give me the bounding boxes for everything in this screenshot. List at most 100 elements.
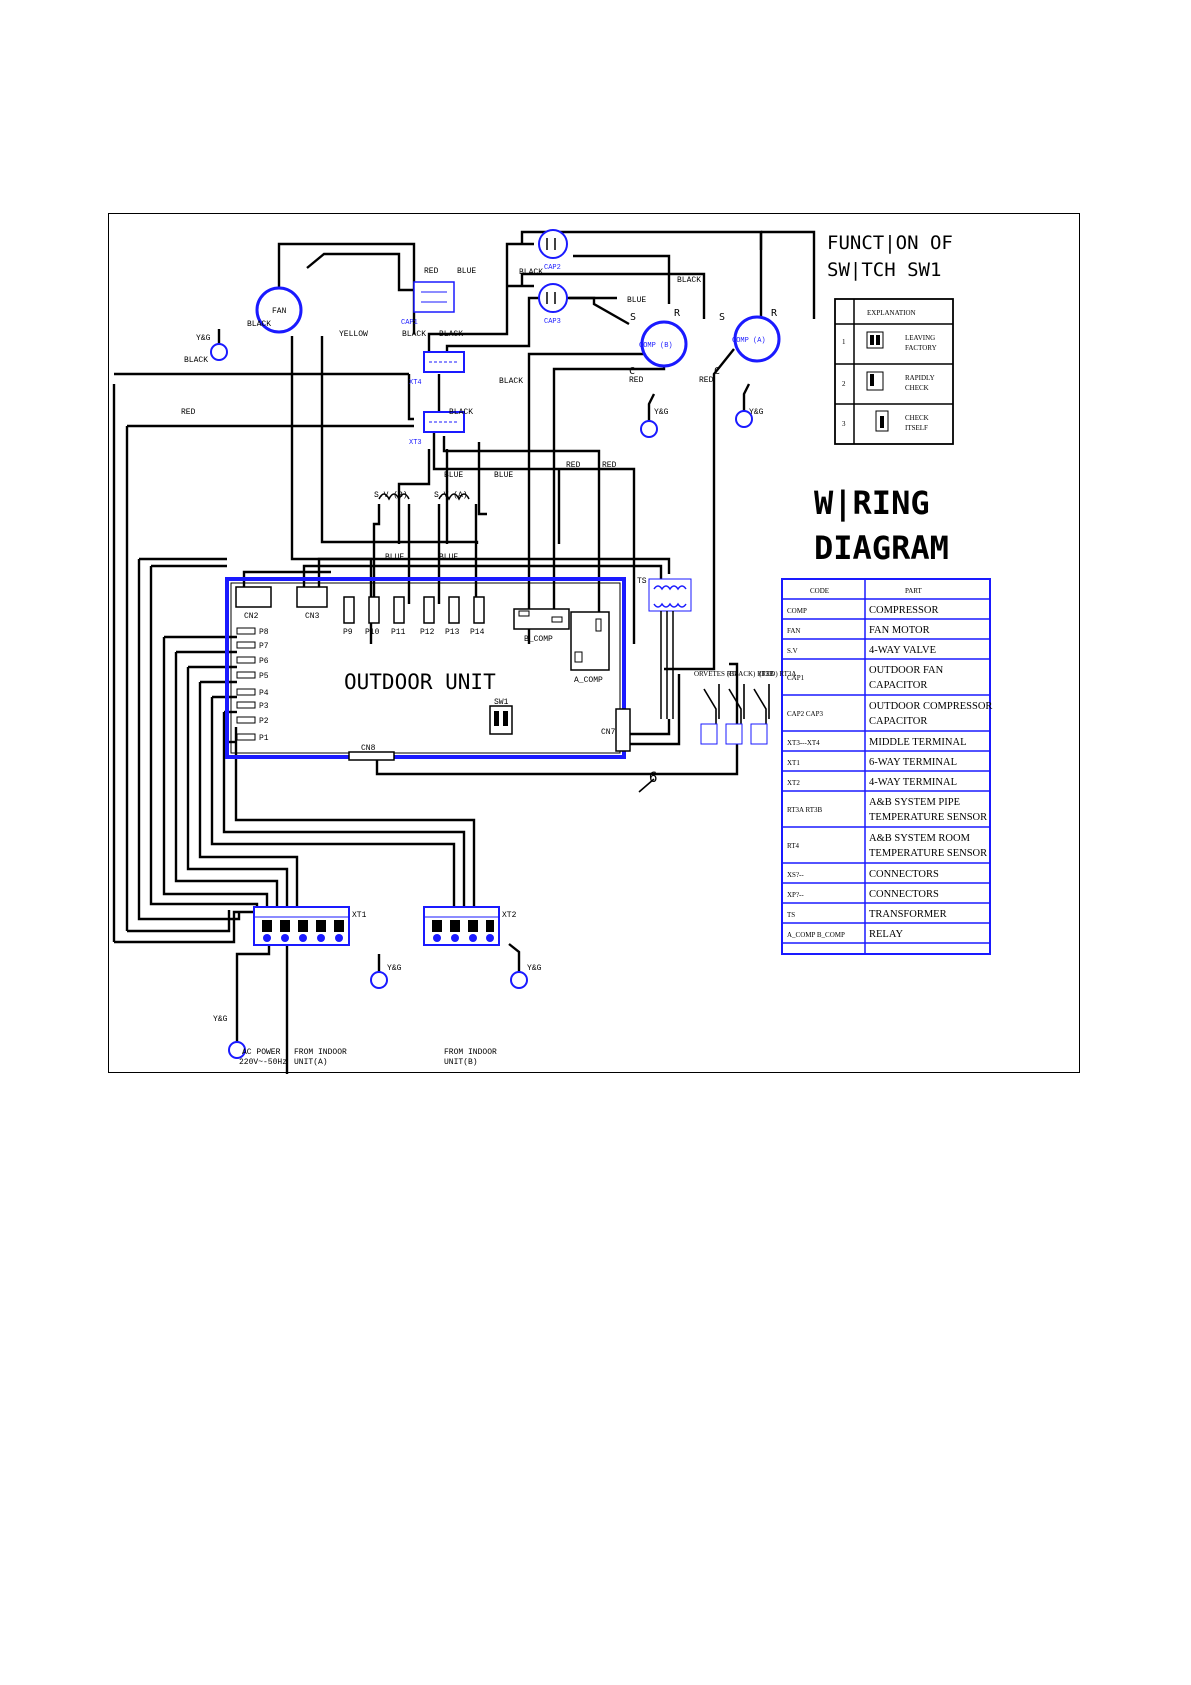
- label-cn7: CN7: [601, 728, 616, 737]
- label-sensor-rt3a: (RED) RT3A: [759, 670, 797, 678]
- legend-code: XT1: [787, 759, 800, 767]
- legend-header-code: CODE: [810, 587, 829, 595]
- label-cap3: CAP3: [544, 318, 561, 326]
- switch-table-header: EXPLANATION: [867, 309, 916, 317]
- switch-row-1-num: 1: [842, 338, 846, 346]
- wire-label-red-6: RED: [602, 461, 617, 470]
- legend-part: 4-WAY TERMINAL: [869, 777, 957, 788]
- outdoor-unit-board: [225, 577, 631, 761]
- legend-code: RT3A RT3B: [787, 806, 822, 814]
- legend-part: COMPRESSOR: [869, 605, 938, 616]
- cap3-capacitor: [538, 283, 568, 313]
- legend-part-line2: TEMPERATURE SENSOR: [869, 812, 987, 823]
- legend-part: TRANSFORMER: [869, 909, 947, 920]
- legend-part: A&B SYSTEM PIPE: [869, 797, 960, 808]
- wire-label-red-1: RED: [424, 267, 439, 276]
- wire-label-yg-4: Y&G: [213, 1015, 228, 1024]
- label-p1: P1: [259, 734, 269, 743]
- label-p2: P2: [259, 717, 269, 726]
- label-ts: TS: [637, 577, 647, 586]
- switch-row-1-text2: FACTORY: [905, 344, 937, 352]
- ground-symbols: [210, 343, 753, 1059]
- title-line1: W|RING: [814, 484, 930, 523]
- xt1-terminal-block: [253, 906, 350, 946]
- label-p3: P3: [259, 702, 269, 711]
- label-bus-count: 6: [649, 770, 657, 786]
- legend-code: XP?--: [787, 891, 804, 899]
- legend-header-part: PART: [905, 587, 923, 595]
- label-xt1: XT1: [352, 911, 367, 920]
- label-xt3: XT3: [409, 439, 422, 447]
- wire-label-blue-5: BLUE: [385, 553, 404, 562]
- wire-label-black-8: BLACK: [677, 276, 701, 285]
- comp-b-s: S: [630, 312, 636, 323]
- wire-label-black-6: BLACK: [449, 408, 473, 417]
- legend-code: CAP2 CAP3: [787, 710, 823, 718]
- label-p14: P14: [470, 628, 485, 637]
- connector-p12: [423, 596, 435, 624]
- label-p10: P10: [365, 628, 380, 637]
- label-sensor-rt4: ORVETES RT4: [694, 670, 739, 678]
- xt3-terminal: [423, 411, 465, 433]
- legend-part: A&B SYSTEM ROOM: [869, 833, 971, 844]
- connector-cn2: [235, 586, 272, 608]
- wire-label-red-4: RED: [699, 376, 714, 385]
- connector-p11: [393, 596, 405, 624]
- wire-label-yg-3: Y&G: [749, 408, 764, 417]
- wire-label-yg-2: Y&G: [654, 408, 669, 417]
- switch-row-2-num: 2: [842, 380, 846, 388]
- label-cn3: CN3: [305, 612, 320, 621]
- from-indoor-b-line2: UNIT(B): [444, 1058, 478, 1067]
- fan-motor: [255, 286, 303, 334]
- sv-a-valve: [438, 493, 470, 501]
- cap1-capacitor: [413, 281, 455, 313]
- wire-label-black-3: BLACK: [402, 330, 426, 339]
- wire-label-yellow: YELLOW: [339, 330, 368, 339]
- legend-part-line2: TEMPERATURE SENSOR: [869, 848, 987, 859]
- wire-label-red-5: RED: [566, 461, 581, 470]
- compressor-b: [640, 320, 688, 368]
- legend-part: MIDDLE TERMINAL: [869, 737, 967, 748]
- legend-code: XT3---XT4: [787, 739, 820, 747]
- wire-label-black-1: BLACK: [519, 268, 543, 277]
- legend-code: TS: [787, 911, 795, 919]
- label-a-comp: A_COMP: [574, 676, 603, 685]
- temperature-sensors: [700, 688, 768, 745]
- wire-label-yg-1: Y&G: [196, 334, 211, 343]
- wire-label-black-4: BLACK: [439, 330, 463, 339]
- wire-label-blue-4: BLUE: [494, 471, 513, 480]
- legend-code: S.V: [787, 647, 798, 655]
- label-cap1: CAP1: [401, 319, 418, 327]
- connector-cn3: [296, 586, 328, 608]
- legend-part: 6-WAY TERMINAL: [869, 757, 957, 768]
- label-xt2: XT2: [502, 911, 517, 920]
- label-p4: P4: [259, 689, 269, 698]
- legend-part: 4-WAY VALVE: [869, 645, 936, 656]
- label-p13: P13: [445, 628, 460, 637]
- switch-row-2-text2: CHECK: [905, 384, 929, 392]
- connector-p13: [448, 596, 460, 624]
- left-pins: [236, 627, 256, 741]
- comp-b-c: C: [629, 366, 635, 377]
- label-cn2: CN2: [244, 612, 259, 621]
- label-p6: P6: [259, 657, 269, 666]
- label-fan: FAN: [272, 307, 287, 316]
- from-indoor-a-line1: FROM INDOOR: [294, 1048, 347, 1057]
- wire-label-blue-6: BLUE: [439, 553, 458, 562]
- legend-part: OUTDOOR COMPRESSOR: [869, 701, 992, 712]
- comp-a-s: S: [719, 312, 725, 323]
- label-p5: P5: [259, 672, 269, 681]
- legend-code: RT4: [787, 842, 800, 850]
- title-line2: DIAGRAM: [814, 529, 949, 567]
- legend-part: OUTDOOR FAN: [869, 665, 944, 676]
- legend-part-line2: CAPACITOR: [869, 680, 927, 691]
- label-sensor-rt3b: (BLACK) RT3B: [727, 670, 774, 678]
- ac-power-line2: 220V~-50Hz: [239, 1058, 287, 1067]
- text-labels: FUNCT|ON OF SW|TCH SW1 EXPLANATION 1 LEA…: [181, 232, 953, 1067]
- xt4-terminal: [423, 351, 465, 373]
- label-sw1: SW1: [494, 698, 509, 707]
- legend-code: FAN: [787, 627, 800, 635]
- label-sv-a: S.V (A): [434, 491, 468, 500]
